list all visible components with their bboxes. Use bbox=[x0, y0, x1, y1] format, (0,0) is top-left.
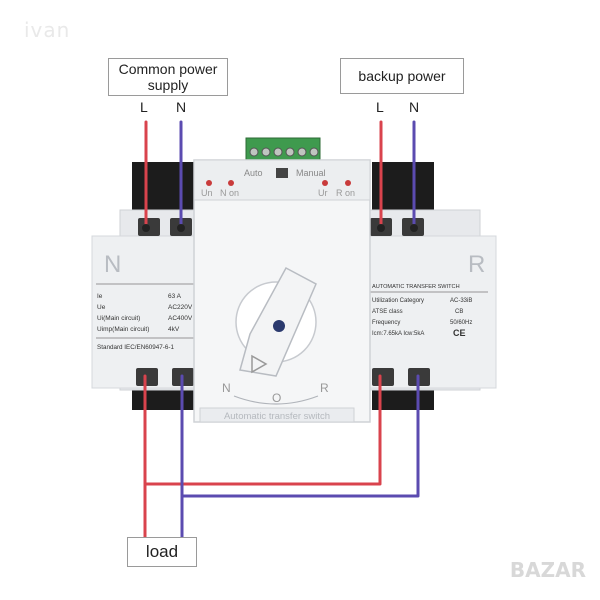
backup-power-label: backup power bbox=[340, 58, 464, 94]
pos-o: O bbox=[272, 391, 281, 405]
led-non bbox=[228, 180, 234, 186]
common-power-label: Common power supply bbox=[108, 58, 228, 96]
ind-non: N on bbox=[220, 188, 239, 198]
pin-label-n-left: N bbox=[176, 99, 187, 115]
spec-k-2: Ui(Main circuit) bbox=[97, 315, 140, 322]
rspec-v-0: AC-33iB bbox=[450, 298, 472, 304]
led-un bbox=[206, 180, 212, 186]
cap-4 bbox=[410, 224, 418, 232]
mode-auto-label: Auto bbox=[244, 168, 263, 178]
pin-label-l-left: L bbox=[140, 99, 148, 115]
rspec-k-2: Frequency bbox=[372, 320, 400, 326]
pos-n: N bbox=[222, 381, 231, 395]
spec-k-0: Ie bbox=[97, 293, 103, 300]
right-bottom-terminal-l bbox=[372, 368, 394, 386]
rspec-k-0: Utilization Category bbox=[372, 298, 424, 304]
spec-v-3: 4kV bbox=[168, 326, 180, 333]
rspec-v-1: CB bbox=[455, 309, 463, 315]
auto-manual-switch[interactable] bbox=[276, 168, 288, 178]
led-ron bbox=[345, 180, 351, 186]
watermark-top: ivan bbox=[24, 18, 71, 42]
cap-1 bbox=[142, 224, 150, 232]
pos-r: R bbox=[320, 381, 329, 395]
ind-ur: Ur bbox=[318, 188, 328, 198]
rspec-k-3: Icm:7.65kA Icw:5kA bbox=[372, 331, 424, 337]
wire-out-l-bridge bbox=[143, 374, 382, 486]
handle-center-screw bbox=[273, 320, 285, 332]
wire-out-n-bridge bbox=[180, 374, 420, 498]
ind-ron: R on bbox=[336, 188, 355, 198]
control-terminal-block bbox=[245, 137, 321, 163]
spec-k-3: Uimp(Main circuit) bbox=[97, 326, 149, 333]
watermark-bottom: BAZAR bbox=[509, 558, 586, 582]
spec-title: AUTOMATIC TRANSFER SWITCH bbox=[372, 284, 460, 290]
ce-mark: CE bbox=[453, 328, 466, 338]
front-plate-text: Automatic transfer switch bbox=[224, 411, 330, 422]
side-letter-r: R bbox=[468, 251, 485, 278]
left-spec-sheet: Ie 63 A Ue AC220V Ui(Main circuit) AC400… bbox=[96, 283, 200, 351]
cap-2 bbox=[177, 224, 185, 232]
ind-un: Un bbox=[201, 188, 213, 198]
spec-v-1: AC220V bbox=[168, 304, 193, 311]
pin-label-l-right: L bbox=[376, 99, 384, 115]
rspec-v-2: 50/60Hz bbox=[450, 320, 472, 326]
spec-v-2: AC400V bbox=[168, 315, 193, 322]
load-label: load bbox=[127, 537, 197, 567]
rotation-arc-icon bbox=[233, 395, 319, 405]
cap-3 bbox=[377, 224, 385, 232]
left-bottom-terminal-l bbox=[136, 368, 158, 386]
pin-label-n-right: N bbox=[409, 99, 420, 115]
led-ur bbox=[322, 180, 328, 186]
spec-standard: Standard IEC/EN60947-6-1 bbox=[97, 344, 175, 351]
mode-manual-label: Manual bbox=[296, 168, 326, 178]
direction-arrow-icon bbox=[251, 354, 268, 374]
front-plate bbox=[199, 407, 355, 423]
right-spec-sheet: AUTOMATIC TRANSFER SWITCH Utilization Ca… bbox=[370, 284, 488, 338]
spec-k-1: Ue bbox=[97, 304, 106, 311]
rotary-handle[interactable] bbox=[235, 266, 317, 377]
right-front bbox=[367, 235, 497, 389]
controller-top bbox=[193, 159, 371, 201]
rspec-k-1: ATSE class bbox=[372, 309, 403, 315]
side-letter-n: N bbox=[104, 251, 121, 278]
spec-v-0: 63 A bbox=[168, 293, 182, 300]
